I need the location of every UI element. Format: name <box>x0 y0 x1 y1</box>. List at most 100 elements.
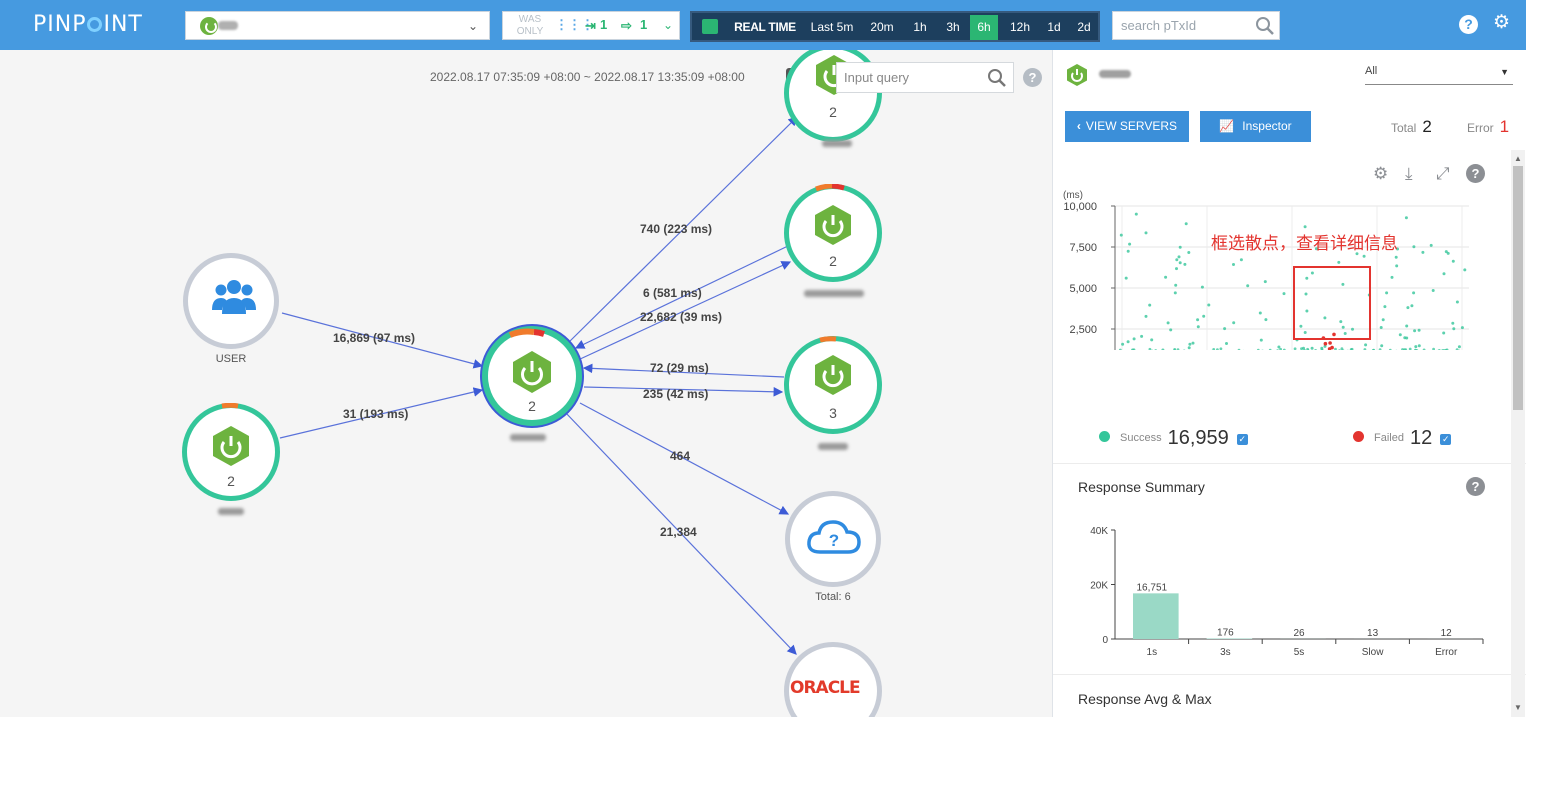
expand-icon[interactable]: ⤢ <box>1436 164 1450 183</box>
inbound-icon[interactable]: ⇥ <box>585 18 596 33</box>
scatter-point-success <box>1451 259 1455 263</box>
range-12h[interactable]: 12h <box>1009 20 1031 34</box>
scatter-point-success <box>1246 284 1250 288</box>
inspector-button[interactable]: 📈Inspector <box>1200 111 1311 142</box>
range-2d[interactable]: 2d <box>1077 20 1091 34</box>
scatter-point-success <box>1121 342 1125 346</box>
scatter-point-success <box>1460 326 1464 330</box>
server-map[interactable]: 2022.08.17 07:35:09 +08:00 ~ 2022.08.17 … <box>0 50 1052 717</box>
help-icon[interactable]: ? <box>1466 164 1485 183</box>
node-oracle-db[interactable]: ORACLE <box>784 642 882 717</box>
range-3h[interactable]: 3h <box>946 20 960 34</box>
scatter-point-success <box>1119 233 1123 237</box>
scatter-plot-svg[interactable]: (ms)10,0007,5005,0002,50002022.08.1707:3… <box>1053 50 1526 350</box>
spring-boot-icon <box>513 351 551 393</box>
edge-label-center-unknown[interactable]: 464 <box>670 449 691 463</box>
edge-label-center-oracle[interactable]: 21,384 <box>660 525 697 539</box>
range-6h[interactable]: 6h <box>970 15 998 40</box>
spring-boot-icon <box>213 426 249 466</box>
range-1d[interactable]: 1d <box>1047 20 1061 34</box>
node-right-app[interactable]: 3 <box>784 336 882 434</box>
bar-category-label: Error <box>1435 647 1458 658</box>
drag-select-box[interactable] <box>1293 266 1371 340</box>
scatter-point-success <box>1177 255 1181 259</box>
edge-center-oracle[interactable] <box>564 411 797 655</box>
help-icon[interactable]: ? <box>1466 477 1485 496</box>
edge-right-center[interactable] <box>582 363 785 378</box>
edge-label-right-center[interactable]: 72 (29 ms) <box>650 361 709 375</box>
search-icon[interactable] <box>987 68 1007 88</box>
scatter-point-success <box>1239 258 1243 262</box>
scatter-point-success <box>1363 348 1367 350</box>
scatter-point-success <box>1183 349 1186 350</box>
scatter-point-success <box>1310 346 1314 350</box>
scatter-point-success <box>1279 347 1282 350</box>
node-upper-app[interactable]: 2 <box>784 184 882 282</box>
node-right-error-arc <box>819 336 837 343</box>
gear-icon[interactable]: ⚙ <box>1492 12 1511 33</box>
scatter-point-success <box>1304 292 1308 296</box>
edge-center-unknown[interactable] <box>579 402 790 515</box>
help-icon[interactable]: ? <box>1459 15 1478 34</box>
chevron-down-icon[interactable]: ⌄ <box>663 18 674 32</box>
scatter-point-success <box>1422 348 1426 350</box>
range-realtime[interactable]: REAL TIME <box>734 20 796 34</box>
scatter-point-success <box>1207 303 1211 307</box>
scatter-point-success <box>1277 345 1281 349</box>
view-servers-button[interactable]: ‹VIEW SERVERS <box>1065 111 1189 142</box>
checkbox-failed[interactable]: ✓ <box>1440 434 1452 445</box>
edge-label-caller-center[interactable]: 31 (193 ms) <box>343 407 409 421</box>
scroll-up-icon[interactable]: ▲ <box>1514 154 1522 163</box>
edge-center-right[interactable] <box>583 386 784 397</box>
application-selector[interactable]: ⌄ <box>185 11 490 40</box>
scrollbar-thumb[interactable] <box>1513 166 1523 410</box>
edge-label-center-right[interactable]: 235 (42 ms) <box>643 387 709 401</box>
range-1h[interactable]: 1h <box>913 20 927 34</box>
spring-boot-icon <box>200 17 218 35</box>
edge-label-upper-center[interactable]: 6 (581 ms) <box>643 286 702 300</box>
section-divider <box>1053 463 1526 464</box>
help-icon[interactable]: ? <box>1023 68 1042 87</box>
search-input[interactable] <box>1113 12 1251 39</box>
scatter-point-success <box>1457 345 1461 349</box>
node-user[interactable] <box>183 253 279 349</box>
scroll-down-icon[interactable]: ▼ <box>1514 703 1522 712</box>
node-unknown[interactable]: ? <box>785 491 881 587</box>
range-last-5m[interactable]: Last 5m <box>810 20 854 34</box>
query-input[interactable] <box>837 63 985 92</box>
edge-user-center[interactable] <box>281 312 484 369</box>
edge-caller-center[interactable] <box>279 387 484 439</box>
node-center-app[interactable]: 2 <box>482 326 582 426</box>
gear-icon[interactable]: ⚙ <box>1373 164 1389 183</box>
checkbox-success[interactable]: ✓ <box>1236 434 1248 445</box>
was-only-toggle[interactable]: WAS ONLY <box>516 14 544 37</box>
outbound-icon[interactable]: ⇨ <box>621 18 632 33</box>
download-icon[interactable]: ⤓ <box>1405 164 1413 183</box>
scatter-point-success <box>1293 347 1297 350</box>
panel-scrollbar[interactable]: ▲ ▼ <box>1511 150 1525 717</box>
cluster-icon[interactable]: ⋮⋮⋮ <box>555 17 594 32</box>
scatter-point-success <box>1429 243 1433 247</box>
calendar-icon[interactable] <box>702 19 718 34</box>
scatter-point-success <box>1380 344 1384 348</box>
edge-label-center-upper[interactable]: 22,682 (39 ms) <box>640 310 723 324</box>
search-icon[interactable] <box>1255 16 1275 36</box>
node-caller-app[interactable]: 2 <box>182 403 280 501</box>
scatter-point-success <box>1232 263 1235 266</box>
range-20m[interactable]: 20m <box>870 20 894 34</box>
edge-label-center-top[interactable]: 740 (223 ms) <box>640 222 713 236</box>
scatter-point-success <box>1398 333 1402 337</box>
node-agent-count: 2 <box>528 398 536 414</box>
edge-center-top[interactable] <box>566 116 798 345</box>
scatter-point-success <box>1403 336 1407 340</box>
edge-label-user-center[interactable]: 16,869 (97 ms) <box>333 331 416 345</box>
edge-upper-center[interactable] <box>574 244 791 349</box>
scatter-point-success <box>1166 321 1170 325</box>
agent-filter-select[interactable]: All ▼ <box>1365 65 1513 85</box>
edge-center-upper[interactable] <box>577 261 792 361</box>
edge-lines <box>279 116 798 655</box>
